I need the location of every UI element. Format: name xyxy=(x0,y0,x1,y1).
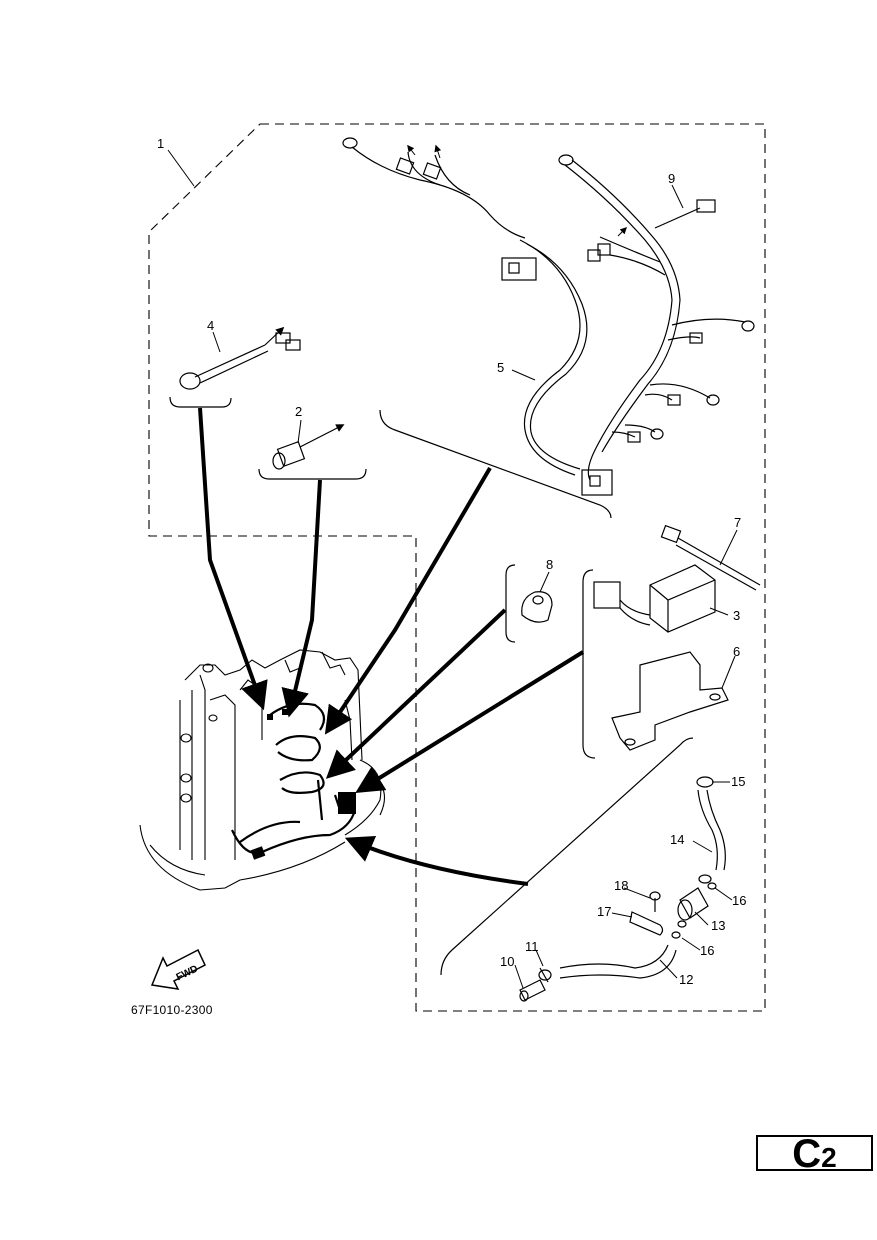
page-marker: C2 xyxy=(756,1134,873,1174)
part-code: 67F1010-2300 xyxy=(131,1003,213,1017)
callout-1: 1 xyxy=(157,136,164,151)
callout-16b: 16 xyxy=(700,943,714,958)
engine-wiring xyxy=(231,702,357,855)
callout-leaders xyxy=(167,149,738,989)
fuel-parts xyxy=(519,776,726,1002)
callout-12: 12 xyxy=(679,972,693,987)
callout-15: 15 xyxy=(731,774,745,789)
group-brackets xyxy=(169,396,694,976)
callout-labels: 1 2 3 4 5 6 7 8 9 10 11 12 13 14 15 16 1… xyxy=(157,136,746,987)
callout-10: 10 xyxy=(500,954,514,969)
harness-lead-arrows xyxy=(407,144,627,237)
callout-5: 5 xyxy=(497,360,504,375)
leader-arrows xyxy=(198,407,585,886)
callout-17: 17 xyxy=(597,904,611,919)
callout-18: 18 xyxy=(614,878,628,893)
module-3 xyxy=(593,564,716,633)
part-2-sensor xyxy=(272,424,345,470)
callout-8: 8 xyxy=(546,557,553,572)
callout-2: 2 xyxy=(295,404,302,419)
callout-3: 3 xyxy=(733,608,740,623)
part-4-lead xyxy=(179,326,301,390)
callout-9: 9 xyxy=(668,171,675,186)
fwd-arrow-icon: FWD xyxy=(150,948,206,990)
callout-11: 11 xyxy=(525,939,539,954)
bracket-6 xyxy=(611,651,729,751)
callout-13: 13 xyxy=(711,918,725,933)
callout-14: 14 xyxy=(670,832,684,847)
page-number: 2 xyxy=(821,1142,837,1173)
assembly-boundary xyxy=(148,123,766,1012)
callout-6: 6 xyxy=(733,644,740,659)
callout-16a: 16 xyxy=(732,893,746,908)
cable-tie-7 xyxy=(660,524,761,591)
cable-tie-9 xyxy=(654,199,716,229)
clamp-8 xyxy=(521,591,553,623)
callout-4: 4 xyxy=(207,318,214,333)
wiring-harness xyxy=(342,137,755,496)
page-letter: C xyxy=(792,1132,822,1176)
callout-7: 7 xyxy=(734,515,741,530)
